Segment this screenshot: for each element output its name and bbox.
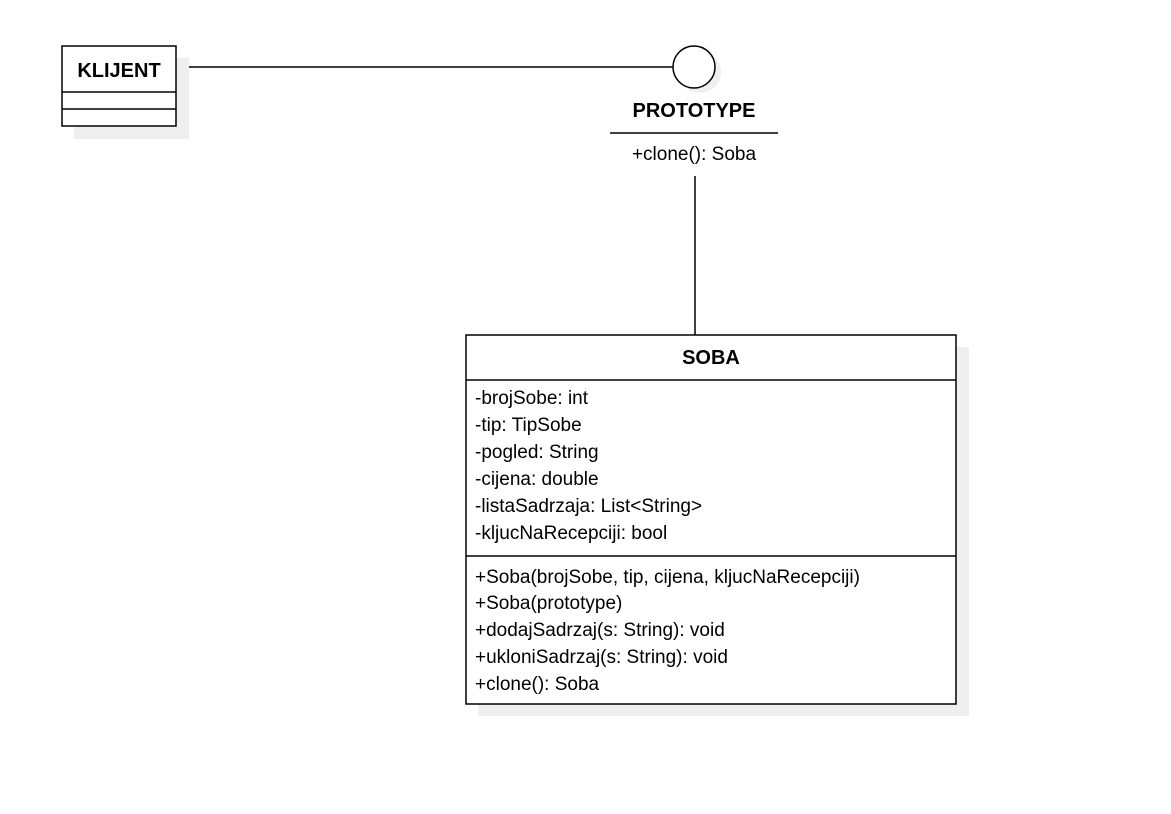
prototype-operation: +clone(): Soba [632,144,757,165]
soba-attribute: -listaSadrzaja: List<String> [475,496,702,517]
soba-operation: +ukloniSadrzaj(s: String): void [475,647,728,668]
soba-operation: +Soba(prototype) [475,593,622,614]
prototype-lollipop-icon [672,45,716,89]
soba-attribute: -tip: TipSobe [475,415,582,436]
prototype-interface[interactable]: PROTOTYPE +clone(): Soba [610,45,778,165]
soba-class[interactable]: SOBA -brojSobe: int -tip: TipSobe -pogle… [465,334,969,716]
klijent-name: KLIJENT [77,60,160,82]
soba-operation: +dodajSadrzaj(s: String): void [475,620,725,641]
klijent-box [61,45,177,127]
soba-attribute: -cijena: double [475,469,599,490]
soba-operation: +clone(): Soba [475,674,600,695]
klijent-class[interactable]: KLIJENT [61,45,189,139]
soba-name: SOBA [682,347,740,369]
soba-attribute: -kljucNaRecepciji: bool [475,523,667,544]
soba-operation: +Soba(brojSobe, tip, cijena, kljucNaRece… [475,567,860,588]
soba-box [465,334,957,705]
soba-attribute: -pogled: String [475,442,599,463]
soba-attribute: -brojSobe: int [475,388,589,409]
prototype-name: PROTOTYPE [633,100,756,122]
